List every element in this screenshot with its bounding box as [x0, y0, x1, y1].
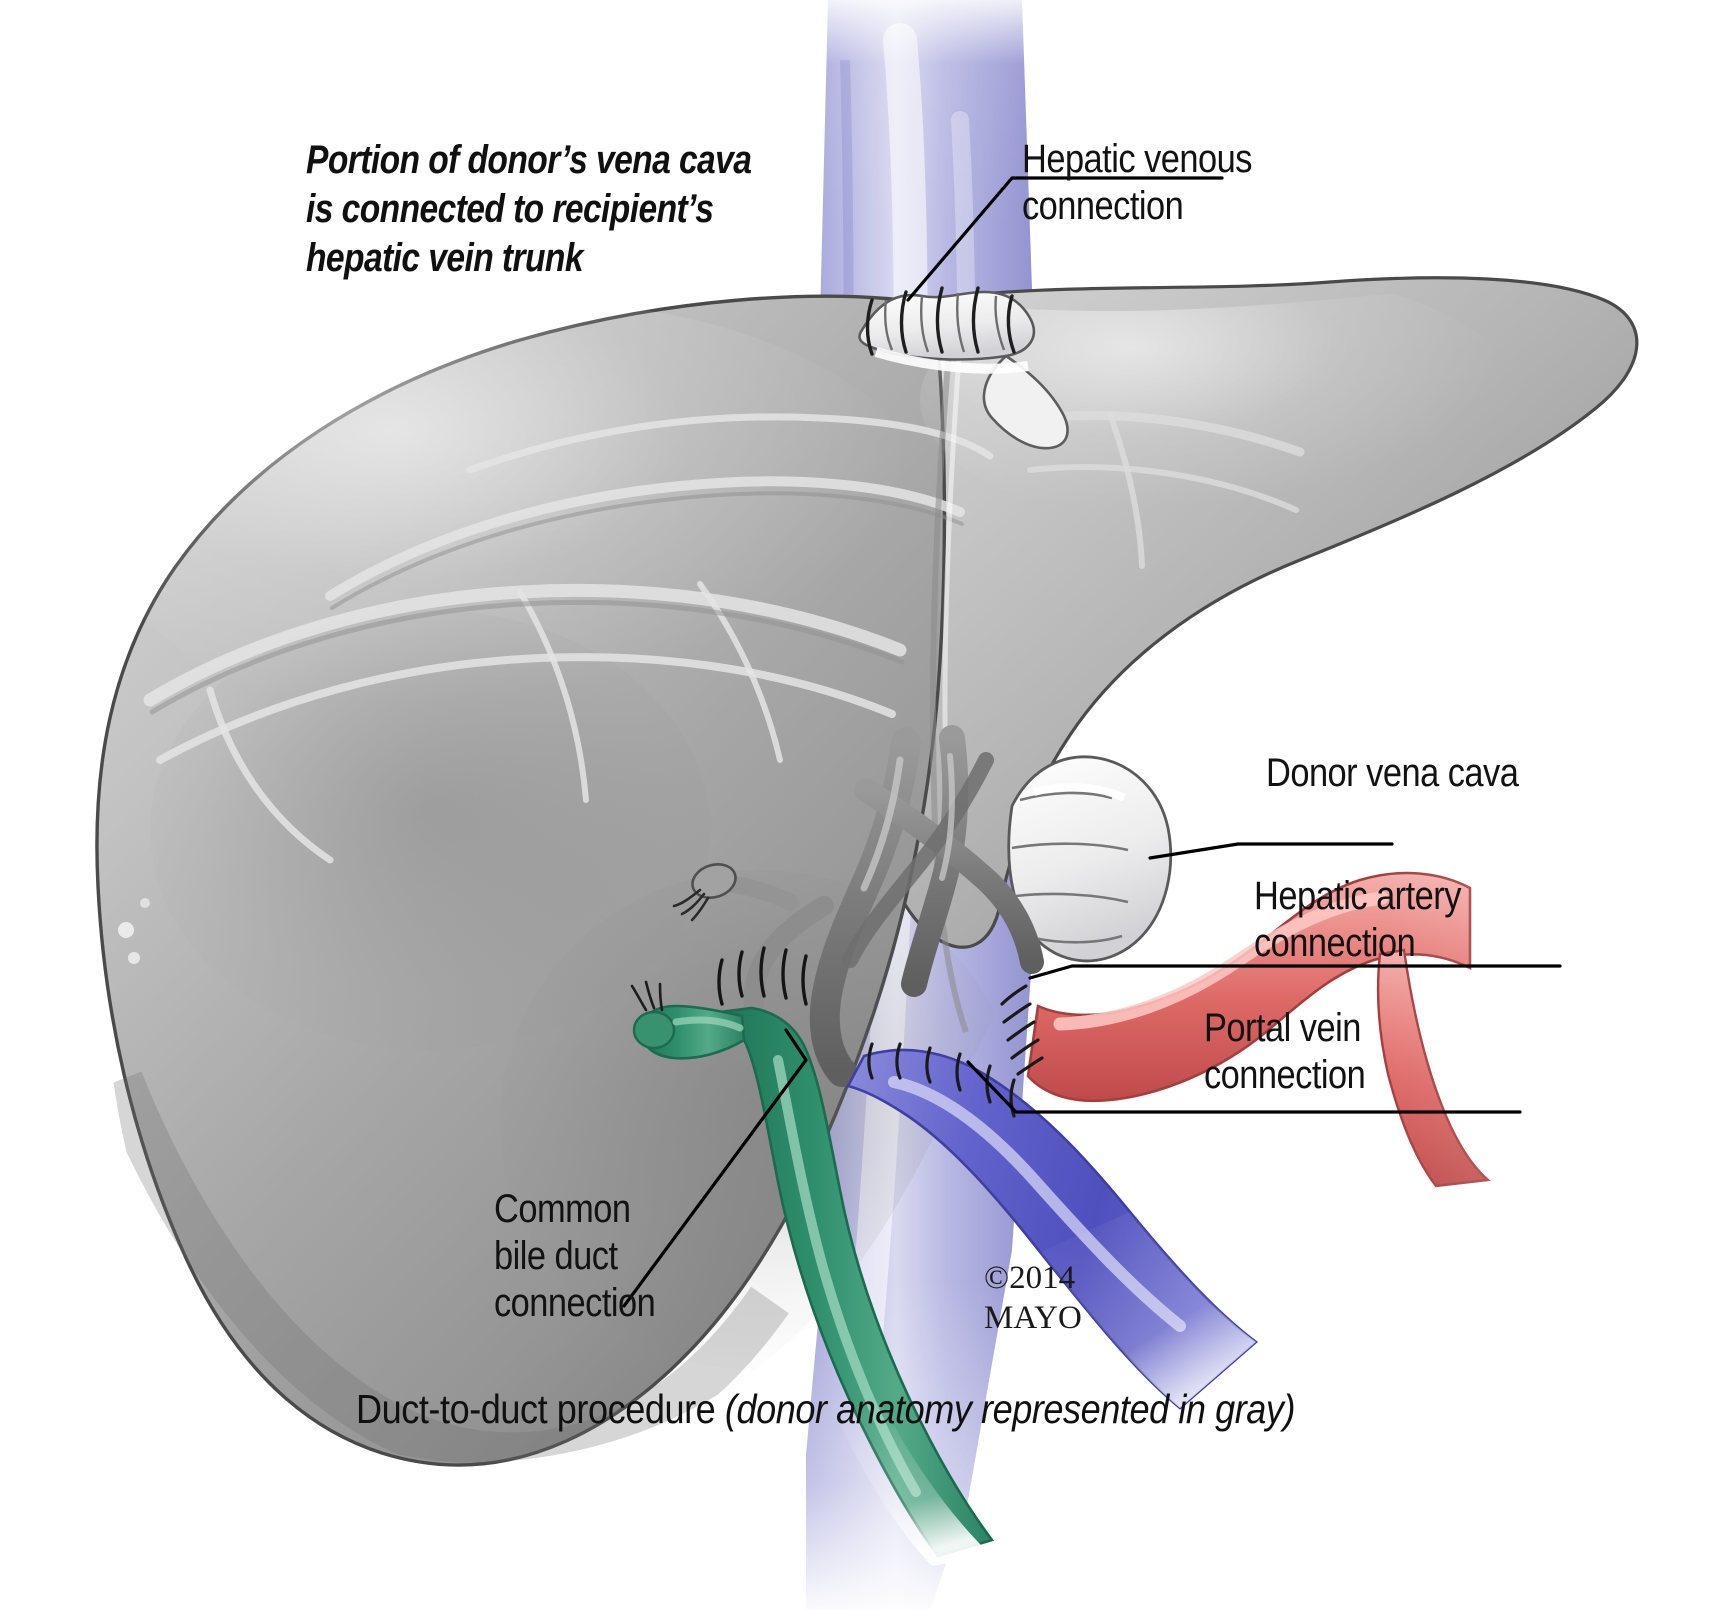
donor-vena-cava-cuff	[1007, 755, 1173, 963]
caval-cuff-highlight	[874, 347, 1029, 374]
bile-duct-stump-highlight	[672, 1016, 744, 1032]
leader-hepatic-venous-connection	[906, 176, 1224, 302]
copyright-credit: ©2014 MAYO	[984, 1260, 1082, 1337]
bile-duct-stump-tied	[632, 1010, 676, 1050]
liver-surface-speck	[128, 952, 140, 964]
caption-roman: Duct-to-duct procedure	[356, 1386, 725, 1432]
label-common-bile-duct-connection: Common bile duct connection	[494, 1187, 656, 1325]
cystic-duct-tie-threads	[672, 888, 710, 922]
hepatic-venous-anastomosis	[858, 286, 1069, 450]
common-bile-duct-structure	[630, 946, 995, 1566]
leader-portal-vein-connection	[966, 1060, 1522, 1114]
label-portal-vein-connection: Portal vein connection	[1204, 1006, 1366, 1097]
donor-secondary-branch	[842, 752, 994, 968]
label-hepatic-venous-connection: Hepatic venous connection	[1022, 137, 1252, 228]
donor-cava-cuff-highlight	[1032, 783, 1126, 802]
liver-surface-speck	[118, 922, 134, 938]
liver-surface-speck	[140, 898, 150, 908]
donor-crossing-vessel	[854, 778, 1044, 974]
caval-cuff-scallops	[884, 292, 1006, 353]
hepatic-vein-suture-line	[865, 286, 1016, 356]
bile-duct-suture-line	[717, 946, 808, 1006]
hepatic-artery-highlight	[1053, 891, 1389, 1031]
bile-duct-fade	[832, 1400, 992, 1566]
hilar-gray-vessels	[672, 725, 1044, 1087]
liver-surface-vessels	[143, 413, 994, 864]
cava-top-fade	[806, 0, 1041, 230]
hilar-vessel-highlights	[860, 753, 955, 892]
liver-interlobar-ridge	[929, 317, 969, 1033]
hepatic-artery-fade	[1380, 850, 1660, 1210]
leader-lines	[622, 176, 1562, 1308]
liver-vessel-shadows	[149, 491, 964, 715]
figure-caption: Duct-to-duct procedure (donor anatomy re…	[356, 1386, 1296, 1433]
liver-inferior-shade	[98, 1071, 789, 1463]
leader-hepatic-artery-connection	[1028, 964, 1562, 980]
label-donor-vena-cava: Donor vena cava	[1266, 751, 1519, 795]
label-hepatic-artery-connection: Hepatic artery connection	[1254, 874, 1461, 965]
hepatic-artery-structure	[1000, 850, 1660, 1210]
donor-bile-duct-stump	[743, 896, 834, 1018]
caption-italic: (donor anatomy represented in gray)	[724, 1386, 1296, 1432]
cystic-duct-stump-tied	[691, 863, 737, 899]
portal-vein-structure	[846, 1042, 1259, 1410]
hepatic-artery-suture-line	[1000, 984, 1044, 1076]
bile-duct-tie-threads	[630, 980, 664, 1012]
leader-donor-vena-cava	[1148, 842, 1394, 860]
donor-cava-cuff-scallops	[1011, 791, 1129, 944]
caval-ridge-lower	[982, 354, 1069, 450]
vena-cava-note: Portion of donor’s vena cava is connecte…	[306, 138, 752, 280]
leader-common-bile-duct-connection	[622, 1028, 808, 1308]
portal-vein-fade	[1040, 1212, 1256, 1408]
